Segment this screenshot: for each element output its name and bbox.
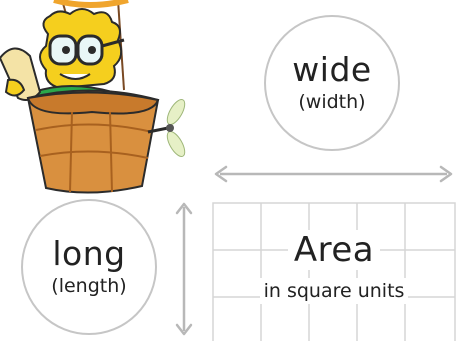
balloon-mascot-icon	[0, 0, 186, 194]
area-label: Area in square units	[212, 230, 456, 304]
area-title: Area	[287, 230, 381, 270]
area-subtitle: in square units	[259, 278, 409, 304]
long-title: long	[52, 234, 126, 273]
double-arrow-vertical-icon	[175, 202, 193, 336]
long-label-bubble: long (length)	[21, 199, 157, 335]
double-arrow-horizontal-icon	[214, 165, 453, 183]
long-subtitle: (length)	[51, 275, 127, 297]
wide-label-bubble: wide (width)	[264, 15, 400, 151]
wide-title: wide	[292, 50, 372, 89]
wide-subtitle: (width)	[298, 91, 366, 113]
